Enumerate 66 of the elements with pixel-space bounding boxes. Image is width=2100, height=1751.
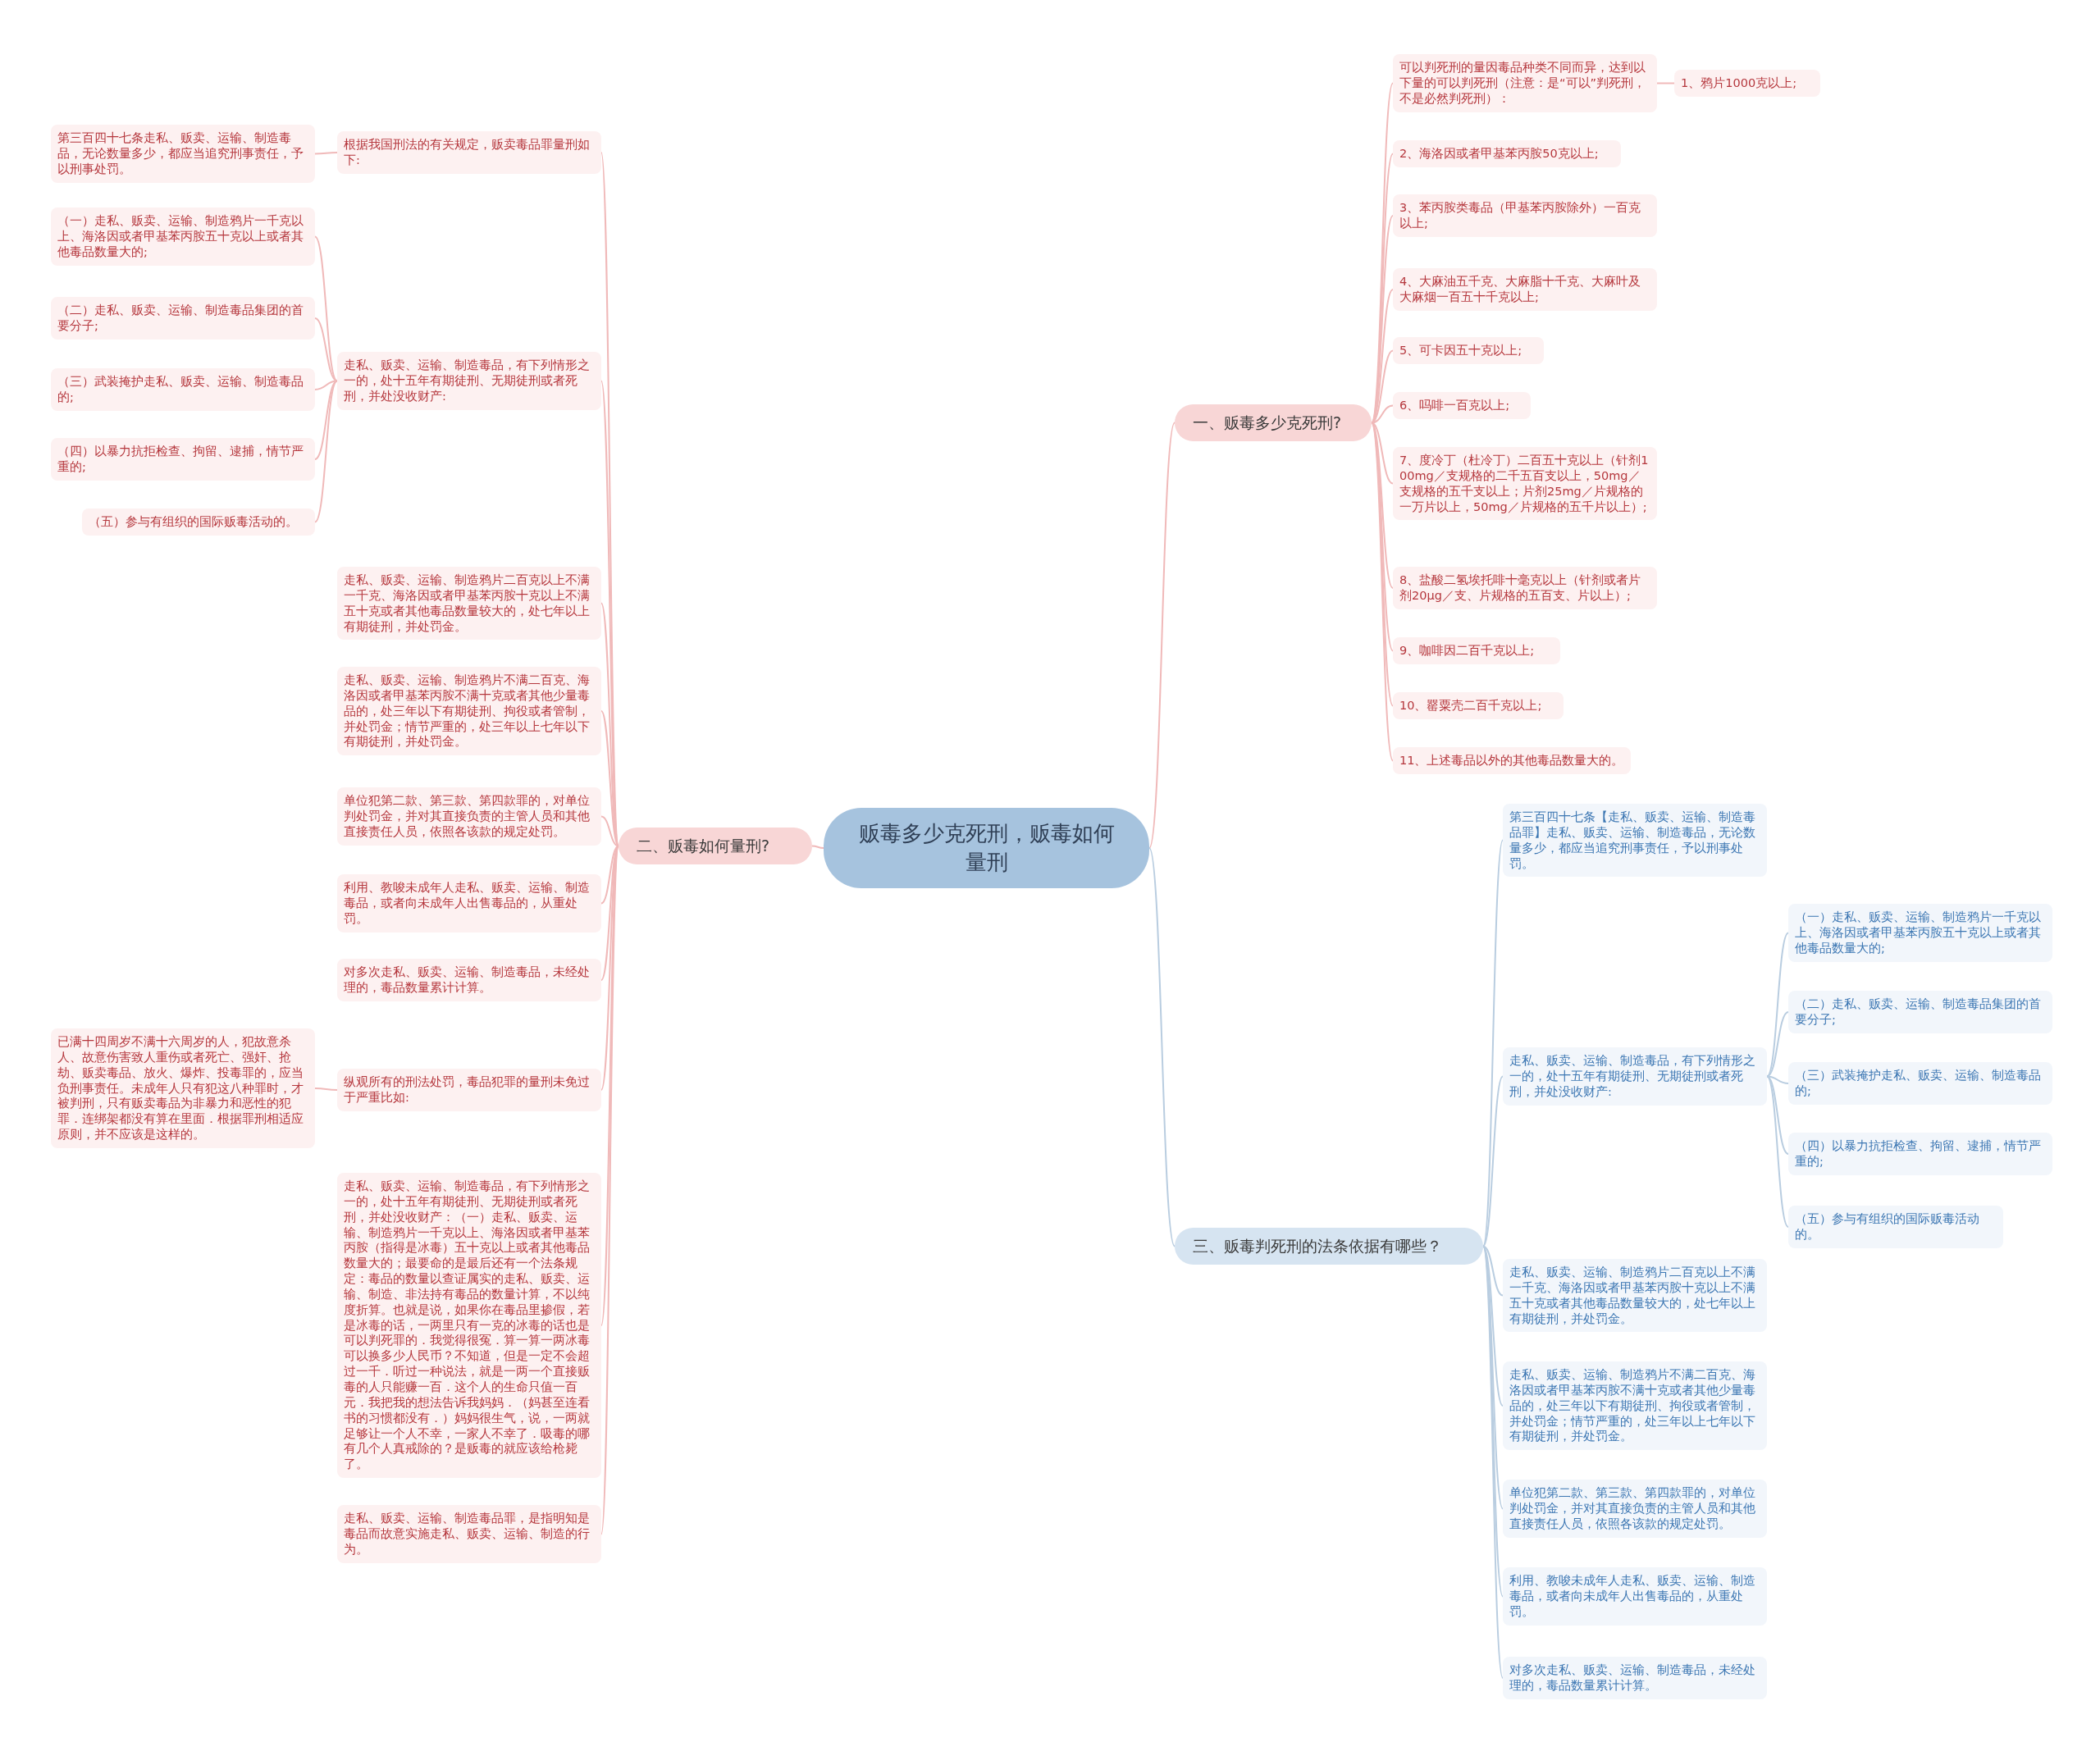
connector-line (314, 1088, 338, 1091)
subtopic-box: 10、罂粟壳二百千克以上; (1393, 692, 1564, 719)
subtopic-box: 6、吗啡一百克以上; (1393, 392, 1531, 419)
subtopic-box: （一）走私、贩卖、运输、制造鸦片一千克以上、海洛因或者甲基苯丙胺五十克以上或者其他毒品数量大的; (51, 207, 315, 266)
subtopic-box: 对多次走私、贩卖、运输、制造毒品，未经处理的，毒品数量累计计算。 (337, 959, 601, 1001)
connector-line (811, 845, 824, 849)
subtopic-box: 3、苯丙胺类毒品（甲基苯丙胺除外）一百克以上; (1393, 194, 1657, 237)
subtopic-box: 走私、贩卖、运输、制造毒品罪，是指明知是毒品而故意实施走私、贩卖、运输、制造的行为。 (337, 1505, 601, 1563)
subtopic-box: （三）武装掩护走私、贩卖、运输、制造毒品的; (1788, 1062, 2052, 1105)
connector-line (1766, 1075, 1789, 1084)
subtopic-box: 对多次走私、贩卖、运输、制造毒品，未经处理的，毒品数量累计计算。 (1503, 1657, 1767, 1699)
subtopic-box: 走私、贩卖、运输、制造鸦片不满二百克、海洛因或者甲基苯丙胺不满十克或者其他少量毒品的，处三年以下有期徒刑、拘役或者管制，并处罚金；情节严重的，处三年以上七年以下有期徒刑，并处罚金。 (1503, 1361, 1767, 1451)
connector-line (1482, 1075, 1504, 1247)
subtopic-box: 4、大麻油五千克、大麻脂十千克、大麻叶及大麻烟一百五十千克以上; (1393, 268, 1657, 311)
connector-line (1371, 404, 1394, 424)
subtopic-box: 走私、贩卖、运输、制造鸦片二百克以上不满一千克、海洛因或者甲基苯丙胺十克以上不满五十克或者其他毒品数量较大的，处七年以上有期徒刑，并处罚金。 (337, 567, 601, 641)
subtopic-box: （五）参与有组织的国际贩毒活动的。 (82, 508, 315, 536)
subtopic-box: 第三百四十七条【走私、贩卖、运输、制造毒品罪】走私、贩卖、运输、制造毒品，无论数量多少，都应当追究刑事责任，予以刑事处罚。 (1503, 804, 1767, 878)
connector-line (314, 152, 338, 155)
subtopic-box: 已满十四周岁不满十六周岁的人，犯故意杀人、故意伤害致人重伤或者死亡、强奸、抢劫、贩卖毒品、放火、爆炸、投毒罪的，应当负刑事责任。未成年人只有犯这八种罪时，才被判刑，只有贩卖毒品为非暴力和恶性的犯罪．连绑架都没有算在里面．根据罪刑相适应原则，并不应该是这样的。 (51, 1028, 315, 1148)
connector-line (1148, 847, 1176, 1247)
subtopic-box: 11、上述毒品以外的其他毒品数量大的。 (1393, 747, 1631, 774)
subtopic-box: 走私、贩卖、运输、制造毒品，有下列情形之一的，处十五年有期徒刑、无期徒刑或者死刑，并处没收财产：（一）走私、贩卖、运输、制造鸦片一千克以上、海洛因或者甲基苯丙胺（指得是冰毒）五十克以上或者其他毒品数量大的；最要命的是最后还有一个法条规定：毒品的数量以查证属实的走私、贩卖、运输、制造、非法持有毒品的数量计算，不以纯度折算。也就是说，如果你在毒品里掺假，若是冰毒的话，一两里只有一克的冰毒的话也是可以判死罪的．我觉得很冤．算一算一两冰毒可以换多少人民币？不知道，但是一定不会超过一千．听过一种说法，就是一两一个直接贩毒的人只能赚一百．这个人的生命只值一百元．我把我的想法告诉我妈妈．（妈甚至连看书的习惯都没有．）妈妈很生气，说，一两就足够让一个人不幸，一家人不幸了．吸毒的哪有几个人真戒除的？是贩毒的就应该给枪毙了。 (337, 1173, 601, 1479)
subtopic-box: 利用、教唆未成年人走私、贩卖、运输、制造毒品，或者向未成年人出售毒品的，从重处罚。 (337, 874, 601, 932)
connector-line (1371, 422, 1394, 485)
subtopic-box: 5、可卡因五十克以上; (1393, 337, 1544, 364)
branch-topic: 一、贩毒多少克死刑? (1175, 404, 1372, 441)
subtopic-box: 第三百四十七条走私、贩卖、运输、制造毒品，无论数量多少，都应当追究刑事责任，予以刑事处罚。 (51, 125, 315, 183)
connector-line (314, 235, 338, 382)
subtopic-box: （五）参与有组织的国际贩毒活动的。 (1788, 1206, 2003, 1248)
central-topic: 贩毒多少克死刑，贩毒如何量刑 (824, 808, 1149, 889)
subtopic-box: 走私、贩卖、运输、制造毒品，有下列情形之一的，处十五年有期徒刑、无期徒刑或者死刑，并处没收财产: (1503, 1047, 1767, 1106)
subtopic-box: 纵观所有的刑法处罚，毒品犯罪的量刑未免过于严重比如: (337, 1069, 601, 1111)
subtopic-box: 1、鸦片1000克以上; (1674, 70, 1820, 97)
subtopic-box: （二）走私、贩卖、运输、制造毒品集团的首要分子; (1788, 991, 2052, 1033)
branch-topic: 三、贩毒判死刑的法条依据有哪些？ (1175, 1228, 1483, 1265)
branch-topic: 二、贩毒如何量刑? (619, 828, 812, 864)
connector-line (314, 380, 338, 460)
connector-line (1656, 82, 1675, 84)
subtopic-box: （一）走私、贩卖、运输、制造鸦片一千克以上、海洛因或者甲基苯丙胺五十克以上或者其他毒品数量大的; (1788, 904, 2052, 962)
subtopic-box: （二）走私、贩卖、运输、制造毒品集团的首要分子; (51, 297, 315, 340)
connector-line (314, 380, 338, 523)
subtopic-box: 单位犯第二款、第三款、第四款罪的，对单位判处罚金，并对其直接负责的主管人员和其他直接责任人员，依照各该款的规定处罚。 (1503, 1480, 1767, 1538)
connector-line (600, 845, 619, 905)
connector-line (600, 815, 619, 847)
connector-line (1766, 1075, 1789, 1228)
subtopic-box: （四）以暴力抗拒检查、拘留、逮捕，情节严重的; (51, 438, 315, 481)
subtopic-box: 8、盐酸二氢埃托啡十毫克以上（针剂或者片剂20μg／支、片规格的五百支、片以上）; (1393, 567, 1657, 609)
subtopic-box: 可以判死刑的量因毒品种类不同而异，达到以下量的可以判死刑（注意：是“可以”判死刑，不是必然判死刑）： (1393, 54, 1657, 112)
subtopic-box: 7、度冷丁（杜冷丁）二百五十克以上（针剂100mg／支规格的二千五百支以上，50mg／支规格的五千支以上；片剂25mg／片规格的一万片以上，50mg／片规格的五千片以上）; (1393, 447, 1657, 521)
subtopic-box: 2、海洛因或者甲基苯丙胺50克以上; (1393, 140, 1621, 167)
connector-line (1148, 422, 1176, 849)
connector-line (1766, 932, 1789, 1078)
subtopic-box: 走私、贩卖、运输、制造鸦片不满二百克、海洛因或者甲基苯丙胺不满十克或者其他少量毒品的，处三年以下有期徒刑、拘役或者管制，并处罚金；情节严重的，处三年以上七年以下有期徒刑，并处罚金。 (337, 667, 601, 756)
connector-line (600, 710, 619, 847)
subtopic-box: 利用、教唆未成年人走私、贩卖、运输、制造毒品，或者向未成年人出售毒品的，从重处罚。 (1503, 1567, 1767, 1626)
subtopic-box: （三）武装掩护走私、贩卖、运输、制造毒品的; (51, 368, 315, 411)
subtopic-box: 走私、贩卖、运输、制造鸦片二百克以上不满一千克、海洛因或者甲基苯丙胺十克以上不满五十克或者其他毒品数量较大的，处七年以上有期徒刑，并处罚金。 (1503, 1259, 1767, 1333)
subtopic-box: （四）以暴力抗拒检查、拘留、逮捕，情节严重的; (1788, 1133, 2052, 1175)
connector-line (1482, 1245, 1504, 1297)
connector-line (314, 317, 338, 382)
subtopic-box: 走私、贩卖、运输、制造毒品，有下列情形之一的，处十五年有期徒刑、无期徒刑或者死刑，并处没收财产: (337, 352, 601, 410)
subtopic-box: 9、咖啡因二百千克以上; (1393, 637, 1560, 664)
connector-line (1766, 1011, 1789, 1078)
subtopic-box: 根据我国刑法的有关规定，贩卖毒品罪量刑如下: (337, 131, 601, 174)
subtopic-box: 单位犯第二款、第三款、第四款罪的，对单位判处罚金，并对其直接负责的主管人员和其他直接责任人员，依照各该款的规定处罚。 (337, 787, 601, 846)
